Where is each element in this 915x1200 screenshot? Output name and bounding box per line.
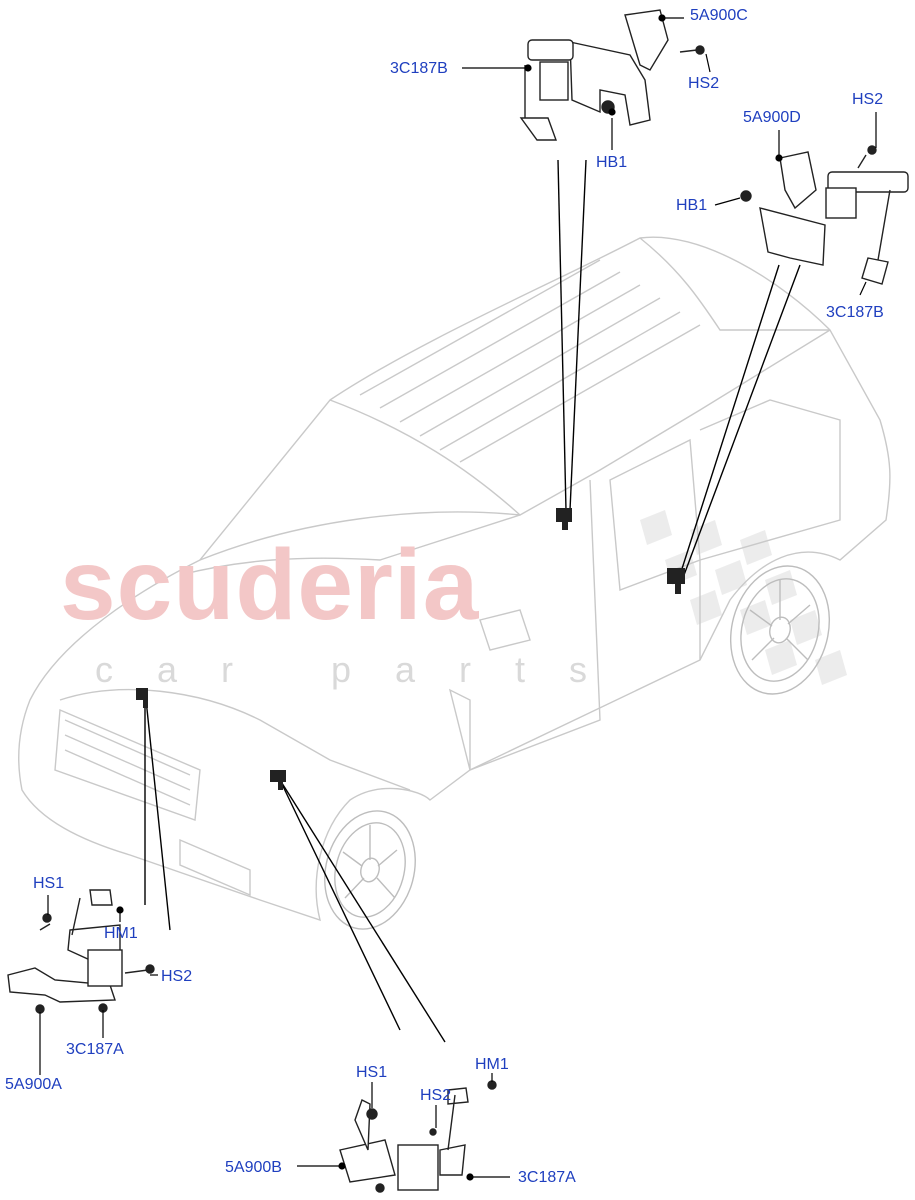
rear-wheel (729, 565, 831, 695)
sensor-assembly-3C187A-front-left (7, 889, 155, 1014)
leader-lines (144, 159, 801, 1043)
label-3C187B-right: 3C187B (826, 304, 884, 321)
label-3C187B-top: 3C187B (390, 60, 448, 77)
label-HS1-bottom: HS1 (356, 1064, 388, 1081)
label-HS2-bottom: HS2 (420, 1087, 452, 1104)
label-5A900B: 5A900B (225, 1159, 282, 1176)
label-ticks (39, 14, 877, 1181)
car-outline (18, 236, 891, 922)
label-HS1-left: HS1 (33, 875, 65, 892)
sensor-assembly-3C187A-front-right (339, 1080, 497, 1193)
label-HM1-left: HM1 (104, 925, 138, 942)
label-3C187A-left: 3C187A (66, 1041, 124, 1058)
label-HS2-top: HS2 (688, 75, 720, 92)
label-HS2-left: HS2 (161, 968, 193, 985)
watermark-title: scuderia (60, 529, 480, 641)
label-HM1-bottom: HM1 (475, 1056, 509, 1073)
sensor-on-car-front-right (270, 770, 286, 790)
label-5A900D: 5A900D (743, 109, 801, 126)
checkered-flag-watermark (640, 510, 847, 685)
label-HS2-right: HS2 (852, 91, 884, 108)
label-3C187A-bottom: 3C187A (518, 1169, 576, 1186)
sensor-on-car-front-left (136, 688, 148, 708)
sensor-assembly-3C187B-left (519, 9, 705, 141)
sensor-assembly-3C187B-right (740, 145, 909, 285)
label-HB1-top: HB1 (596, 154, 628, 171)
sensor-on-car-rear-right (667, 568, 685, 594)
watermark-subtitle: car parts (95, 649, 632, 690)
label-5A900C: 5A900C (690, 7, 748, 24)
sensor-on-car-rear-left (556, 508, 572, 530)
label-5A900A: 5A900A (5, 1076, 62, 1093)
front-wheel (324, 810, 416, 930)
label-HB1-right: HB1 (676, 197, 708, 214)
